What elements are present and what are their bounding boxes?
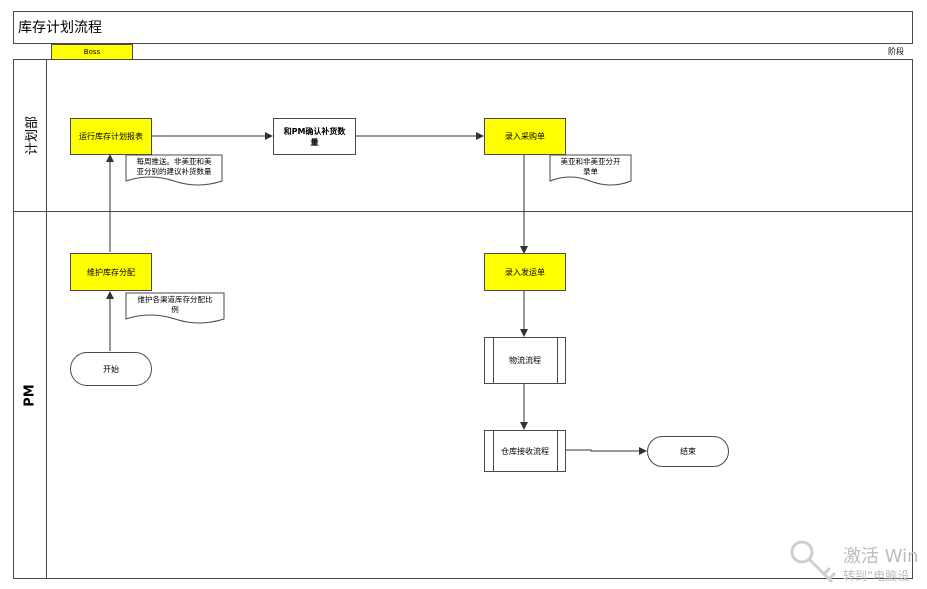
node-end[interactable]: 结束 (647, 436, 729, 467)
doc-channel-line-1: 维护各渠道库存分配比 (137, 295, 213, 304)
phase-label: 阶段 (888, 47, 904, 56)
doc-channel-line-2: 例 (171, 305, 179, 314)
node-logistics-label: 物流流程 (509, 356, 541, 365)
node-maintain-allocation[interactable]: 维护库存分配 (70, 253, 152, 291)
node-enter-shipping[interactable]: 录入发运单 (484, 253, 566, 291)
subprocess-bar-left (493, 338, 494, 383)
watermark-line-2: 转到“电脑设 (843, 569, 910, 583)
doc-split-line-2: 录单 (583, 167, 598, 176)
node-start[interactable]: 开始 (70, 352, 152, 386)
watermark-line-1: 激活 Win (843, 546, 919, 567)
node-end-label: 结束 (680, 447, 696, 456)
subprocess-bar-right (557, 431, 558, 471)
title-bar (13, 11, 913, 44)
node-logistics[interactable]: 物流流程 (484, 337, 566, 384)
doc-split-shape (549, 154, 632, 186)
node-warehouse-label: 仓库接收流程 (501, 446, 549, 456)
key-icon (790, 540, 837, 584)
doc-split: 美亚和非美亚分开 录单 (550, 157, 631, 177)
phase-bar (13, 44, 913, 60)
node-confirm-pm-label: 和PM确认补货数量 (283, 126, 346, 147)
doc-channel: 维护各渠道库存分配比 例 (126, 295, 224, 315)
node-run-report[interactable]: 运行库存计划报表 (70, 118, 152, 155)
lane-divider (13, 211, 913, 212)
subprocess-bar-right (557, 338, 558, 383)
diagram-title: 库存计划流程 (18, 20, 102, 36)
node-confirm-pm[interactable]: 和PM确认补货数量 (273, 118, 356, 155)
arrow-warehouse-to-end (566, 447, 647, 455)
node-maintain-allocation-label: 维护库存分配 (87, 267, 135, 277)
doc-weekly-line-2: 亚分别的建议补货数量 (136, 167, 212, 176)
doc-weekly-shape (125, 154, 223, 186)
node-start-label: 开始 (103, 364, 119, 374)
lane-header-column (13, 60, 47, 579)
node-enter-po[interactable]: 录入采购单 (484, 118, 566, 155)
doc-split-line-1: 美亚和非美亚分开 (560, 157, 621, 166)
doc-channel-shape (125, 292, 225, 324)
node-enter-po-label: 录入采购单 (505, 132, 545, 141)
node-enter-shipping-label: 录入发运单 (505, 267, 545, 277)
doc-weekly: 每周推送。非美亚和美 亚分别的建议补货数量 (126, 157, 222, 177)
node-warehouse[interactable]: 仓库接收流程 (484, 430, 566, 472)
phase-boss: Boss (51, 44, 133, 60)
node-run-report-label: 运行库存计划报表 (79, 132, 143, 141)
subprocess-bar-left (493, 431, 494, 471)
doc-weekly-line-1: 每周推送。非美亚和美 (136, 157, 212, 166)
